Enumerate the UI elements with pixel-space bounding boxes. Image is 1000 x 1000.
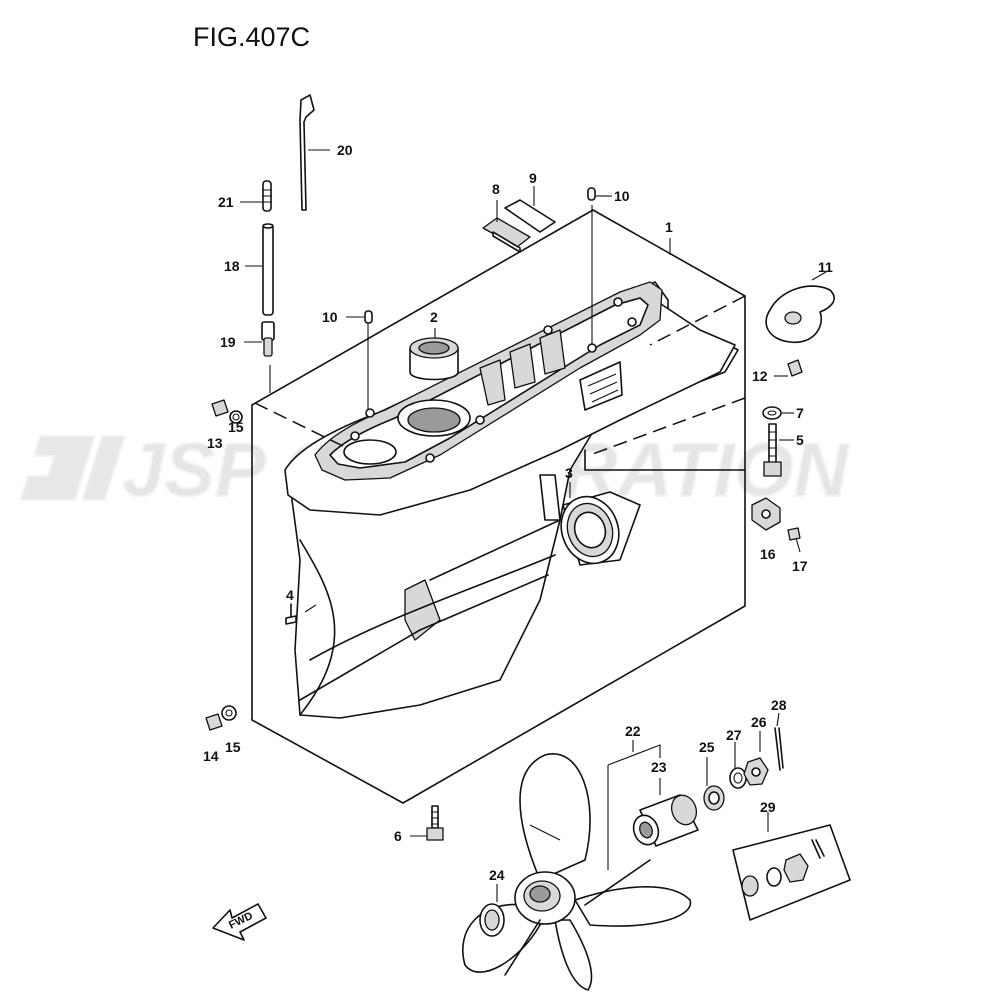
drain-plug-upper: [211, 399, 243, 424]
callout-1: 1: [665, 219, 673, 235]
callout-8: 8: [492, 181, 500, 197]
callout-10-top: 10: [614, 188, 630, 204]
callout-5: 5: [796, 432, 804, 448]
spacer: [703, 757, 725, 811]
reference-box: [251, 209, 746, 804]
callout-9: 9: [529, 170, 537, 186]
washer-7: [762, 406, 794, 420]
callout-16: 16: [760, 546, 776, 562]
callout-3: 3: [565, 465, 573, 481]
oil-seal: [560, 491, 641, 566]
screw-12: [774, 359, 803, 377]
washer-27: [729, 742, 747, 789]
cotter-pin: [774, 712, 784, 771]
callout-22: 22: [625, 723, 641, 739]
fitting-top: [240, 180, 272, 212]
trim-tab-plate: [765, 271, 835, 343]
shift-rod: [299, 94, 330, 211]
drain-plug-lower: [205, 705, 237, 731]
fwd-arrow-icon: FWD: [212, 903, 267, 941]
thrust-washer: [479, 884, 505, 937]
callout-13: 13: [207, 435, 223, 451]
callout-19: 19: [220, 334, 236, 350]
callout-23: 23: [651, 759, 667, 775]
fitting-bottom: [244, 321, 275, 357]
callout-27: 27: [726, 727, 742, 743]
callout-21: 21: [218, 194, 234, 210]
callout-24: 24: [489, 867, 505, 883]
prop-nut: [743, 731, 769, 786]
bolt-5: [763, 423, 794, 477]
kit-29: [732, 812, 851, 921]
callout-15-lower: 15: [225, 739, 241, 755]
callout-14: 14: [203, 748, 219, 764]
callout-17: 17: [792, 558, 808, 574]
screw-17: [787, 527, 801, 553]
gear-case-housing: [251, 205, 746, 804]
bushing: [632, 778, 699, 847]
callout-2: 2: [430, 309, 438, 325]
callout-12: 12: [752, 368, 768, 384]
callout-labels: 1 2 3 4 5 6 7 8 9 10 10 11 12 13 14 15 1…: [203, 142, 833, 883]
callout-10-left: 10: [322, 309, 338, 325]
bushing-bracket: [607, 740, 661, 870]
bracket-16: [751, 497, 781, 531]
callout-28: 28: [771, 697, 787, 713]
callout-4: 4: [286, 587, 294, 603]
callout-29: 29: [760, 799, 776, 815]
water-tube: [245, 223, 274, 316]
pins-10: [346, 187, 612, 324]
figure-title: FIG.407C: [193, 22, 311, 52]
callout-18: 18: [224, 258, 240, 274]
callout-25: 25: [699, 739, 715, 755]
callout-11: 11: [818, 259, 833, 275]
callout-15-upper: 15: [228, 419, 244, 435]
callout-20: 20: [337, 142, 353, 158]
callout-6: 6: [394, 828, 402, 844]
dowel-pin: [285, 603, 297, 625]
callout-7: 7: [796, 405, 804, 421]
bolt-6: [410, 805, 444, 841]
cover-plates: [482, 186, 556, 253]
callout-26: 26: [751, 714, 767, 730]
